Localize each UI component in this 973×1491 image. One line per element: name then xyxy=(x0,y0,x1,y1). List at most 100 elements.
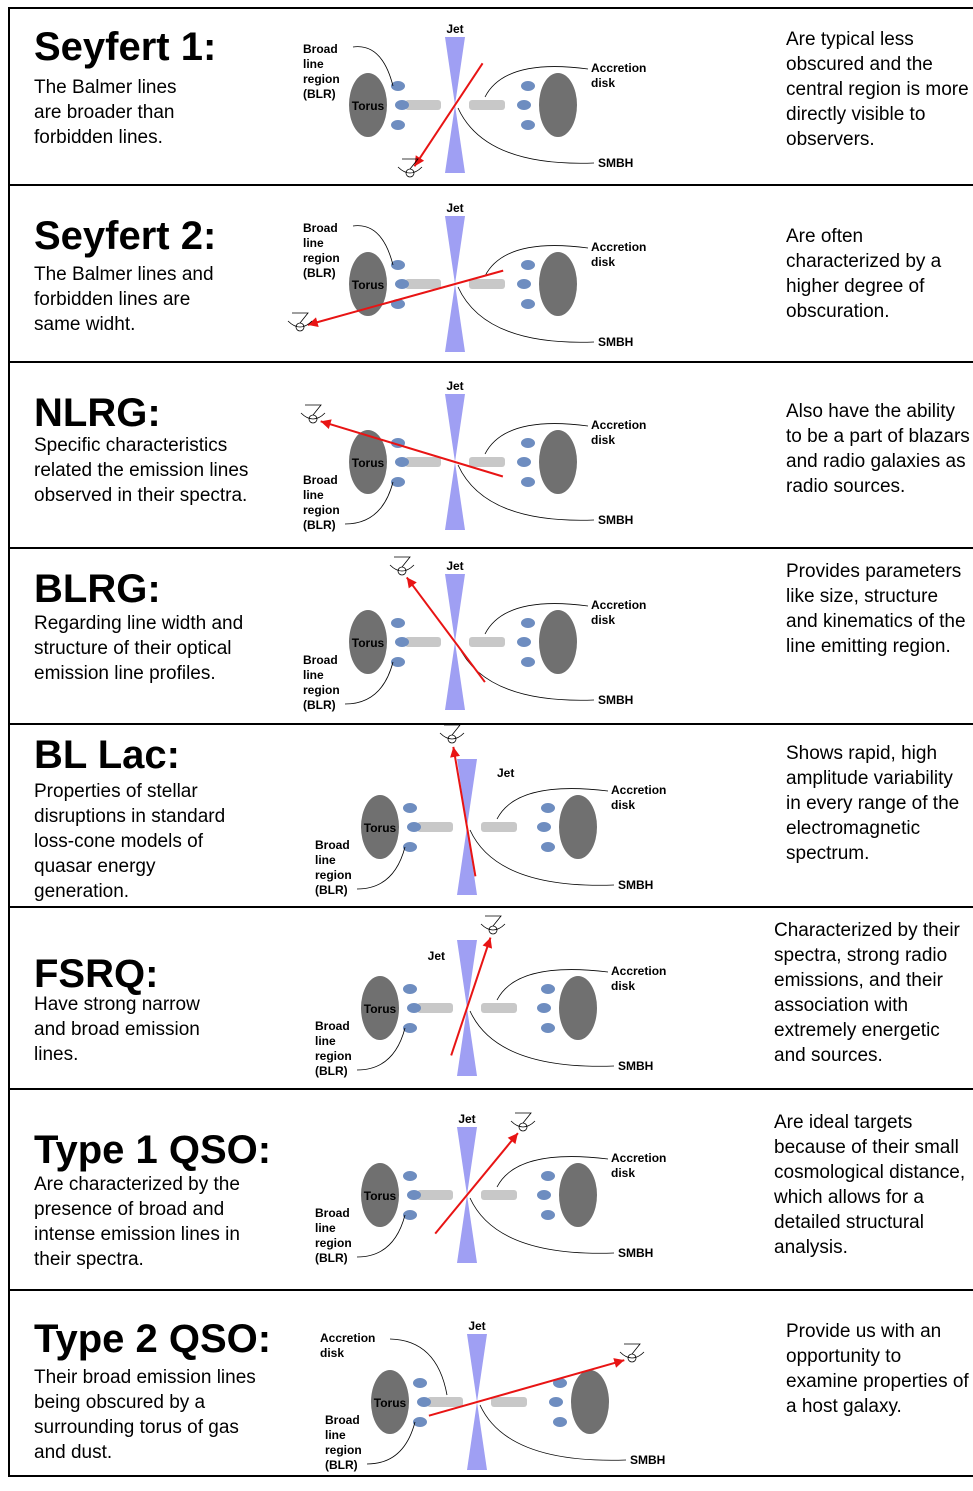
accretion-label: Accretion xyxy=(611,783,666,797)
accretion-disk-left xyxy=(417,1190,453,1200)
blr-cloud xyxy=(521,260,535,270)
blr-leader xyxy=(344,661,394,705)
row-title: Type 2 QSO: xyxy=(34,1317,272,1361)
blr-cloud xyxy=(549,1397,563,1407)
line-of-sight-arrowhead xyxy=(307,317,319,328)
row-note: Characterized by their spectra, strong r… xyxy=(774,920,960,1066)
torus-label: Torus xyxy=(352,636,385,650)
blr-label: line xyxy=(315,853,336,867)
row-description: Properties of stellar disruptions in sta… xyxy=(34,781,226,902)
row-fsrq: FSRQ: Have strong narrow and broad emiss… xyxy=(8,906,973,1088)
accretion-label: disk xyxy=(591,76,615,90)
blr-label: line xyxy=(303,668,324,682)
blr-cloud xyxy=(537,822,551,832)
blr-cloud xyxy=(517,279,531,289)
row-title: BLRG: xyxy=(34,567,161,611)
accretion-label: disk xyxy=(591,433,615,447)
agn-group: TorusAccretiondiskSMBHBroadlineregion(BL… xyxy=(300,379,646,532)
accretion-disk-left xyxy=(405,637,441,647)
observer-icon xyxy=(439,724,465,744)
row-title: Type 1 QSO: xyxy=(34,1128,272,1172)
blr-leader xyxy=(356,1214,406,1258)
blr-cloud xyxy=(395,457,409,467)
blr-cloud xyxy=(541,842,555,852)
blr-cloud xyxy=(395,637,409,647)
row-description: The Balmer lines are broader than forbid… xyxy=(34,77,177,148)
jet-cone-upper xyxy=(457,940,477,1008)
line-of-sight-arrowhead xyxy=(507,1133,518,1145)
blr-cloud xyxy=(413,1378,427,1388)
blr-cloud xyxy=(417,1397,431,1407)
torus-label: Torus xyxy=(364,1002,397,1016)
blr-label: region xyxy=(303,72,340,86)
jet-label: Jet xyxy=(497,766,514,780)
blr-cloud xyxy=(521,618,535,628)
blr-cloud xyxy=(521,657,535,667)
smbh-leader xyxy=(457,286,595,343)
row-title: Seyfert 2: xyxy=(34,214,217,258)
agn-group: TorusAccretiondiskSMBHBroadlineregion(BL… xyxy=(287,201,646,352)
torus-left xyxy=(361,976,399,1040)
blr-cloud xyxy=(391,657,405,667)
jet-label: Jet xyxy=(446,379,463,393)
blr-label: (BLR) xyxy=(303,266,336,280)
agn-schematic: TorusAccretiondiskSMBHBroadlineregion(BL… xyxy=(315,915,666,1078)
blr-label: Broad xyxy=(315,1206,350,1220)
accretion-label: disk xyxy=(591,613,615,627)
blr-cloud xyxy=(403,1023,417,1033)
accretion-label: Accretion xyxy=(591,61,646,75)
blr-cloud xyxy=(541,1210,555,1220)
blr-cloud xyxy=(537,1003,551,1013)
accretion-label: disk xyxy=(591,255,615,269)
jet-cone-upper xyxy=(445,574,465,642)
blr-cloud xyxy=(395,100,409,110)
blr-label: line xyxy=(315,1221,336,1235)
blr-label: line xyxy=(303,57,324,71)
blr-label: Broad xyxy=(303,221,338,235)
accretion-label: Accretion xyxy=(591,418,646,432)
accretion-label: Accretion xyxy=(320,1331,375,1345)
line-of-sight-arrowhead xyxy=(613,1358,625,1368)
blr-cloud xyxy=(403,984,417,994)
blr-label: (BLR) xyxy=(315,1251,348,1265)
torus-label: Torus xyxy=(352,99,385,113)
agn-schematic: TorusAccretiondiskSMBHBroadlineregion(BL… xyxy=(303,556,646,712)
blr-cloud xyxy=(521,438,535,448)
accretion-label: Accretion xyxy=(611,1151,666,1165)
blr-leader xyxy=(352,46,394,87)
torus-right xyxy=(571,1370,609,1434)
accretion-label: disk xyxy=(611,979,635,993)
row-type-1-qso: Type 1 QSO: Are characterized by the pre… xyxy=(8,1088,973,1289)
row-type-2-qso: Type 2 QSO: Their broad emission lines b… xyxy=(8,1289,973,1477)
line-of-sight xyxy=(450,937,492,1056)
accretion-disk-left xyxy=(405,100,441,110)
jet-label: Jet xyxy=(428,949,445,963)
blr-label: Broad xyxy=(303,653,338,667)
accretion-label: Accretion xyxy=(591,598,646,612)
blr-leader xyxy=(356,1027,406,1071)
torus-right xyxy=(559,1163,597,1227)
smbh-leader xyxy=(457,107,595,164)
torus-right xyxy=(539,73,577,137)
accretion-leader xyxy=(484,245,589,277)
line-of-sight-arrowhead xyxy=(450,746,460,758)
blr-label: Broad xyxy=(303,42,338,56)
blr-cloud xyxy=(517,457,531,467)
blr-label: (BLR) xyxy=(303,698,336,712)
blr-cloud xyxy=(395,279,409,289)
smbh-label: SMBH xyxy=(598,156,633,170)
smbh-leader xyxy=(457,464,595,521)
accretion-disk-left xyxy=(417,1003,453,1013)
accretion-leader xyxy=(484,66,589,98)
blr-cloud xyxy=(541,803,555,813)
line-of-sight xyxy=(413,62,484,167)
jet-cone-lower xyxy=(445,284,465,352)
row-description: The Balmer lines and forbidden lines are… xyxy=(34,264,214,335)
accretion-disk-right xyxy=(481,1190,517,1200)
blr-leader xyxy=(366,1421,416,1465)
accretion-disk-right xyxy=(469,279,505,289)
blr-cloud xyxy=(553,1417,567,1427)
agn-schematic: TorusAccretiondiskSMBHBroadlineregion(BL… xyxy=(287,201,646,352)
blr-cloud xyxy=(553,1378,567,1388)
torus-left xyxy=(349,610,387,674)
